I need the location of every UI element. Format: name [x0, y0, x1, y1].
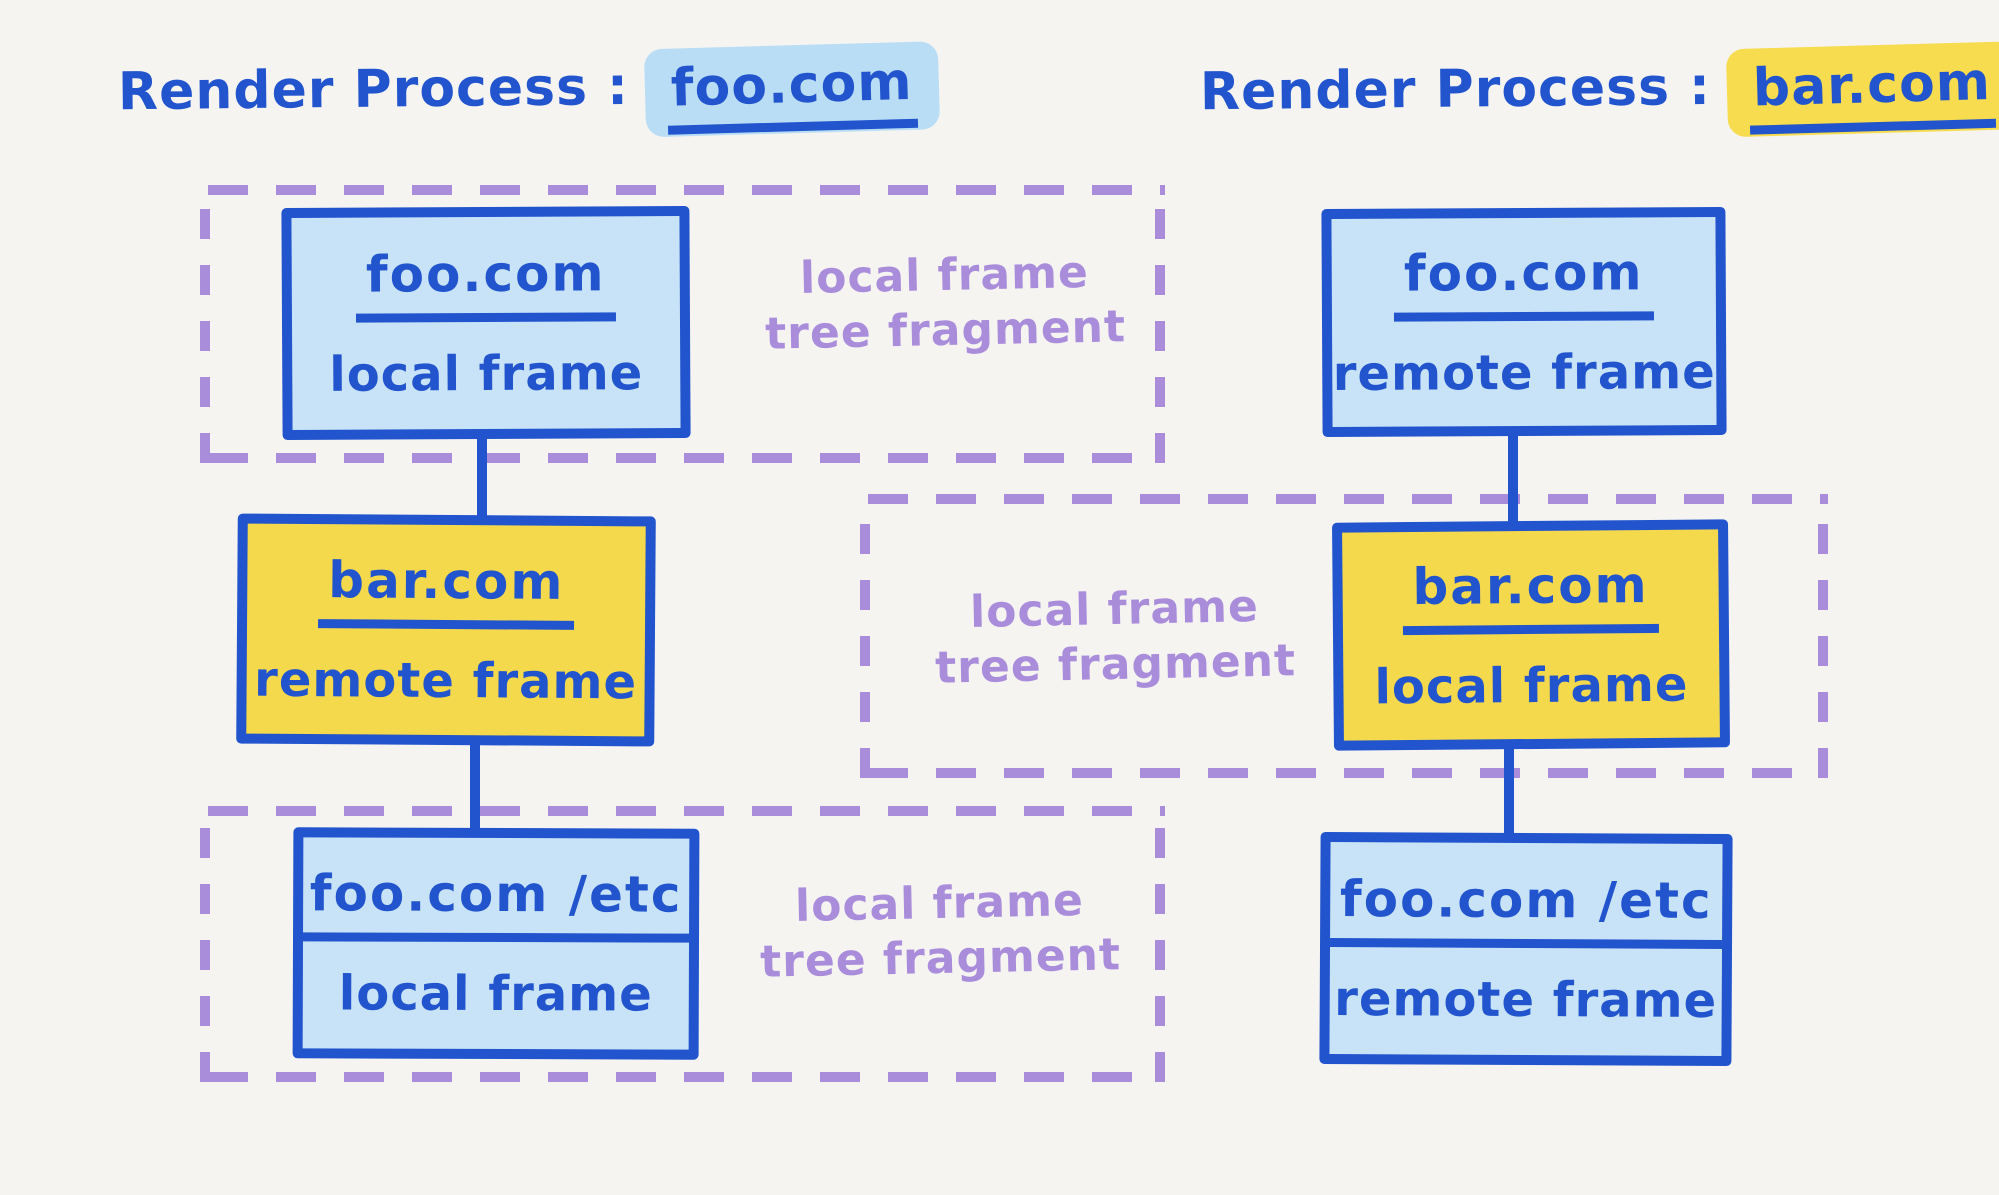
frame-node-domain: bar.com	[1402, 555, 1660, 635]
render-process-title-foo: Render Process : foo.com	[117, 41, 940, 141]
frame-node-domain: foo.com /etc	[1329, 869, 1723, 949]
fragment-label-line2: tree fragment	[934, 635, 1297, 694]
fragment-label-left-bottom: local frame tree fragment	[729, 872, 1151, 991]
fragment-label-line1: local frame	[969, 580, 1260, 639]
frame-node-type: remote frame	[253, 651, 638, 710]
frame-node-type: local frame	[1374, 656, 1689, 715]
frame-node-type: local frame	[329, 344, 644, 403]
frame-node-left-bar: bar.com remote frame	[236, 513, 656, 747]
title-prefix: Render Process :	[117, 56, 630, 123]
connector-left-bottom	[470, 740, 480, 835]
connector-right-bottom	[1504, 742, 1514, 838]
frame-node-domain: bar.com	[317, 550, 575, 630]
fragment-label-right-middle: local frame tree fragment	[904, 578, 1326, 697]
frame-node-left-foo: foo.com local frame	[281, 205, 691, 441]
frame-node-left-foo-etc: foo.com /etc local frame	[292, 827, 700, 1060]
connector-left-top	[477, 432, 487, 522]
title-domain-foo: foo.com	[666, 51, 918, 135]
render-process-title-bar: Render Process : bar.com	[1199, 41, 1999, 141]
frame-node-type: local frame	[338, 965, 653, 1023]
frame-node-domain: foo.com	[1393, 242, 1654, 322]
frame-node-right-foo: foo.com remote frame	[1321, 206, 1727, 438]
title-prefix: Render Process :	[1199, 56, 1712, 123]
fragment-label-line1: local frame	[799, 246, 1090, 305]
fragment-label-line2: tree fragment	[764, 301, 1127, 360]
frame-node-type: remote frame	[1332, 343, 1716, 402]
frame-node-domain: foo.com /etc	[299, 864, 693, 943]
frame-node-right-bar: bar.com local frame	[1332, 519, 1730, 751]
fragment-label-line2: tree fragment	[759, 929, 1122, 988]
frame-node-type: remote frame	[1334, 970, 1718, 1029]
frame-node-domain: foo.com	[355, 243, 616, 323]
connector-right-top	[1508, 430, 1518, 526]
frame-node-right-foo-etc: foo.com /etc remote frame	[1319, 831, 1733, 1067]
title-domain-highlight-foo: foo.com	[643, 41, 940, 138]
title-domain-highlight-bar: bar.com	[1725, 41, 1999, 138]
fragment-label-line1: local frame	[794, 874, 1085, 933]
title-domain-bar: bar.com	[1748, 51, 1997, 135]
fragment-label-left-top: local frame tree fragment	[734, 244, 1156, 363]
